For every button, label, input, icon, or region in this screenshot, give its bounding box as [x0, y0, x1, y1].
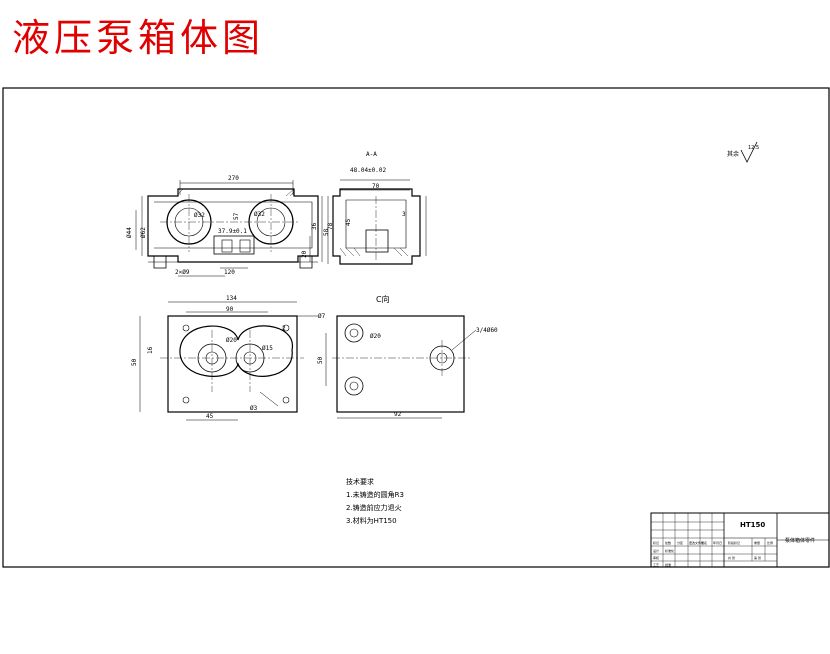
- title-block-cell: 第 张: [754, 555, 761, 560]
- plan-view-labels: 134 90 50 16 Ø20 Ø15 2 Ø7 45 Ø3: [131, 295, 326, 420]
- front-view-labels: 270 Ø44 Ø62 Ø32 Ø32 57 37.9±0.1 36 58 20…: [126, 175, 330, 276]
- title-block-cell: 比例: [767, 540, 773, 545]
- dim-center-dist: 57: [233, 212, 240, 220]
- dim-section-height-2: 78: [327, 222, 334, 230]
- dim-section-height-1: 45: [345, 218, 352, 226]
- tech-requirements: 技术要求 1.未铸造的圆角R3 2.铸造前应力退火 3.材料为HT150: [346, 477, 404, 525]
- dim-plan-note: 2: [282, 325, 286, 332]
- dim-overall-width: 270: [228, 175, 239, 182]
- dim-plan-bottom-2: Ø3: [250, 405, 258, 412]
- dim-height-left: Ø62: [140, 227, 147, 238]
- title-block-cell: 年月日: [713, 540, 722, 545]
- dim-plan-bore-b: Ø15: [262, 345, 273, 352]
- title-block-cell: 设计: [653, 548, 659, 553]
- front-view: [135, 180, 323, 277]
- title-block-cell: 批准: [665, 562, 671, 567]
- tech-req-title: 技术要求: [346, 477, 374, 486]
- dim-section-small: 3: [402, 211, 406, 218]
- tech-req-item: 2.铸造前应力退火: [346, 503, 402, 512]
- tech-req-item: 1.未铸造的圆角R3: [346, 490, 404, 499]
- dim-c-height: 50: [317, 356, 324, 364]
- title-block-cell: 标准化: [665, 548, 674, 553]
- title-block-text: HT150 泵体箱体零件 标记 处数 分区 更改文件号 签名 年月日 设计 标准…: [653, 521, 815, 567]
- title-block-cell: 分区: [677, 540, 683, 545]
- title-block-cell: 更改文件号: [689, 540, 704, 545]
- title-block-cell: 重量: [754, 540, 760, 545]
- roughness-label: 其余: [727, 150, 739, 158]
- dim-plan-bore-a: Ø20: [226, 337, 237, 344]
- dim-c-thread: 3/4Ø60: [476, 327, 498, 334]
- sheet-border: [2, 87, 830, 568]
- dim-center-note: 37.9±0.1: [218, 228, 247, 235]
- title-block: [650, 512, 830, 568]
- dim-height-3: 20: [301, 250, 308, 258]
- title-block-cell: 共 张: [728, 555, 735, 560]
- dim-bottom-note: 2×Ø9: [175, 269, 190, 276]
- tech-req-item: 3.材料为HT150: [346, 516, 397, 525]
- roughness-symbol-icon: [740, 141, 758, 163]
- title-block-cell: 处数: [665, 540, 671, 545]
- dim-height-1: 36: [311, 222, 318, 230]
- dim-c-bore: Ø20: [370, 333, 381, 340]
- title-block-cell: 工艺: [653, 562, 659, 567]
- title-block-cell: 审核: [653, 555, 659, 560]
- title-block-cell: 标记: [653, 540, 659, 545]
- dim-height-2: 58: [323, 228, 330, 236]
- title-block-material: HT150: [740, 521, 765, 529]
- dim-bottom-1: 120: [224, 269, 235, 276]
- view-c-labels: C向 Ø20 3/4Ø60 50 92: [317, 294, 498, 418]
- dim-plan-hole: Ø7: [318, 313, 326, 320]
- dim-plan-bottom-1: 45: [206, 413, 214, 420]
- dim-section-top-note: 48.04±0.02: [350, 167, 387, 174]
- view-c: [325, 315, 477, 419]
- dim-plan-width-2: 90: [226, 306, 234, 313]
- view-c-title: C向: [376, 294, 390, 304]
- section-aa-title: A-A: [366, 151, 377, 158]
- title-block-cell: 阶段标记: [728, 540, 740, 545]
- dim-left: Ø44: [126, 227, 133, 238]
- dim-bore-2: Ø32: [254, 211, 265, 218]
- dim-section-width: 70: [372, 183, 380, 190]
- roughness-value: 12.5: [748, 145, 759, 151]
- section-aa-view: [327, 179, 427, 265]
- roughness-note: 其余 12.5: [727, 141, 759, 163]
- plan-view: [139, 301, 318, 421]
- dim-plan-side: 16: [147, 346, 154, 354]
- dim-plan-height: 50: [131, 358, 138, 366]
- title-block-cell: 签名: [701, 540, 707, 545]
- dim-bore-1: Ø32: [194, 212, 205, 219]
- dim-plan-width-1: 134: [226, 295, 237, 302]
- page-title: 液压泵箱体图: [12, 16, 265, 60]
- dim-c-bottom: 92: [394, 411, 402, 418]
- section-aa-labels: A-A 48.04±0.02 70 45 78 3: [327, 151, 406, 230]
- title-block-part-name: 泵体箱体零件: [785, 537, 815, 544]
